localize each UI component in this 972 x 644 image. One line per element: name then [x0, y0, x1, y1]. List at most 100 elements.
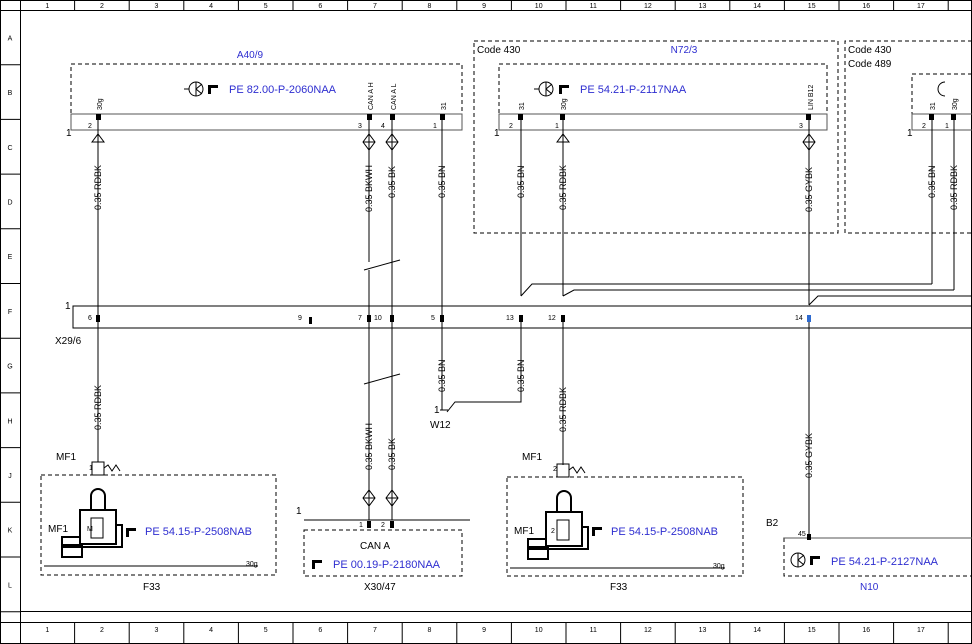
x29-pin: 13 [506, 315, 514, 322]
column-label: 16 [862, 627, 870, 634]
f33b-bus: 30g [713, 563, 725, 570]
column-label: 6 [318, 627, 322, 634]
row-label: A [8, 35, 13, 42]
x29-pin: 10 [374, 315, 382, 322]
x30-name: X30/47 [364, 582, 396, 593]
x30-label: CAN A [360, 541, 390, 552]
column-label: 14 [753, 3, 761, 10]
column-label: 16 [862, 3, 870, 10]
wire-label: 0.35 GYBK [804, 433, 814, 478]
f33b-pin: 2 [553, 466, 557, 473]
f33b-reference-link[interactable]: PE 54.15-P-2508NAB [611, 526, 718, 538]
a40-pin-name: 31 [441, 102, 448, 110]
w12-name: W12 [430, 420, 451, 431]
w12-pin: 1 [434, 405, 440, 416]
component-n72-3[interactable]: Code 430 N72/3 PE 54.21-P-2117NAA 1 2 1 … [473, 40, 839, 234]
x30-pin: 2 [381, 522, 385, 529]
n72-pin-name: 30g [561, 98, 568, 110]
n72-pin-2: 2 [509, 123, 513, 130]
f33b-mf: MF1 [522, 452, 542, 463]
f33a-mf2: MF1 [48, 524, 68, 535]
wire-label: 0.35 BN [437, 359, 447, 392]
column-label: 3 [155, 627, 159, 634]
wire-label: 0.35 BN [516, 165, 526, 198]
right-pin-name: 31 [930, 102, 937, 110]
manual-reference-icon [534, 81, 569, 97]
f33a-mf: MF1 [56, 452, 76, 463]
component-n10[interactable]: B2 45 PE 54.21-P-2127NAA N10 [766, 518, 972, 593]
wire-label: 0.35 RDBK [558, 387, 568, 432]
f33b-fuse: 2 [551, 528, 555, 535]
right-connector: 1 [907, 128, 913, 139]
column-label: 5 [264, 627, 268, 634]
a40-pin-1: 1 [433, 123, 437, 130]
column-label: 11 [590, 3, 597, 10]
column-label: 8 [428, 3, 432, 10]
a40-pin-name: CAN A H [368, 82, 375, 110]
column-label: 5 [264, 3, 268, 10]
a40-pin-name: 30g [97, 98, 104, 110]
column-label: 7 [373, 3, 377, 10]
row-label: B [8, 90, 13, 97]
x30-reference-link[interactable]: PE 00.19-P-2180NAA [333, 559, 441, 571]
manual-reference-icon [184, 81, 218, 97]
f33a-bus: 30g [246, 561, 258, 568]
column-label: 10 [535, 3, 543, 10]
column-label: 12 [644, 627, 652, 634]
row-label: J [8, 473, 12, 480]
x29-mark: 1 [65, 301, 71, 312]
connector-x30-47[interactable]: 1 1 2 CAN A PE 00.19-P-2180NAA X30/47 [296, 506, 470, 593]
connector-x29-6[interactable]: 1 X29/6 6 9 7 10 5 13 12 14 [55, 301, 972, 347]
column-label: 4 [209, 3, 213, 10]
column-label: 9 [482, 627, 486, 634]
f33a-reference-link[interactable]: PE 54.15-P-2508NAB [145, 526, 252, 538]
x29-pin: 5 [431, 315, 435, 322]
wire-label: 0.35 RDBK [93, 385, 103, 430]
column-label: 1 [45, 627, 49, 634]
column-label: 15 [808, 627, 816, 634]
column-label: 13 [699, 627, 707, 634]
fuse-block-f33-right[interactable]: MF1 2 2 MF1 30g PE 54.15-P-2508NAB F33 [506, 452, 744, 593]
a40-pin-name: CAN A L [391, 83, 398, 110]
x29-pin: 14 [795, 315, 803, 322]
manual-reference-icon [790, 552, 820, 568]
column-label: 17 [917, 627, 925, 634]
column-label: 9 [482, 3, 486, 10]
column-label: 7 [373, 627, 377, 634]
component-right-module[interactable]: Code 430 Code 489 1 2 1 31 30g [844, 40, 972, 234]
column-label: 15 [808, 3, 816, 10]
n72-pin-name: 31 [519, 102, 526, 110]
row-label: D [7, 199, 12, 206]
row-label: K [8, 528, 13, 535]
f33b-name: F33 [610, 582, 628, 593]
f33a-fuse: M [87, 526, 93, 533]
row-label: F [8, 309, 12, 316]
wire-label: 0.35 GYBK [804, 167, 814, 212]
column-label: 11 [590, 627, 597, 634]
right-code-1: Code 430 [848, 45, 892, 56]
fuse-block-f33-left[interactable]: MF1 1 M MF1 30g PE 54.15-P-2508NAB F33 [40, 452, 277, 593]
column-label: 10 [535, 627, 543, 634]
connector-symbols [91, 133, 816, 507]
row-label: E [8, 254, 13, 261]
n10-reference-link[interactable]: PE 54.21-P-2127NAA [831, 556, 939, 568]
column-label: 17 [917, 3, 925, 10]
f33b-mf2: MF1 [514, 526, 534, 537]
a40-connector: 1 [66, 128, 72, 139]
wire-label: 0.35 BKWH [364, 165, 374, 212]
right-pin-name: 30g [952, 98, 959, 110]
x29-pin: 7 [358, 315, 362, 322]
wire-labels: 0.35 RDBK 0.35 BKWH 0.35 BK 0.35 BN 0.35… [93, 165, 959, 478]
n72-reference-link[interactable]: PE 54.21-P-2117NAA [580, 84, 687, 96]
x29-pin: 6 [88, 315, 92, 322]
column-label: 14 [753, 627, 761, 634]
n10-connector: B2 [766, 518, 779, 529]
row-label: H [7, 418, 12, 425]
a40-reference-link[interactable]: PE 82.00-P-2060NAA [229, 84, 337, 96]
a40-pin-2: 2 [88, 123, 92, 130]
component-a40-9[interactable]: A40/9 PE 82.00-P-2060NAA 1 2 3 4 1 30g C… [66, 50, 463, 139]
wire-label: 0.35 RDBK [558, 165, 568, 210]
column-label: 3 [155, 3, 159, 10]
